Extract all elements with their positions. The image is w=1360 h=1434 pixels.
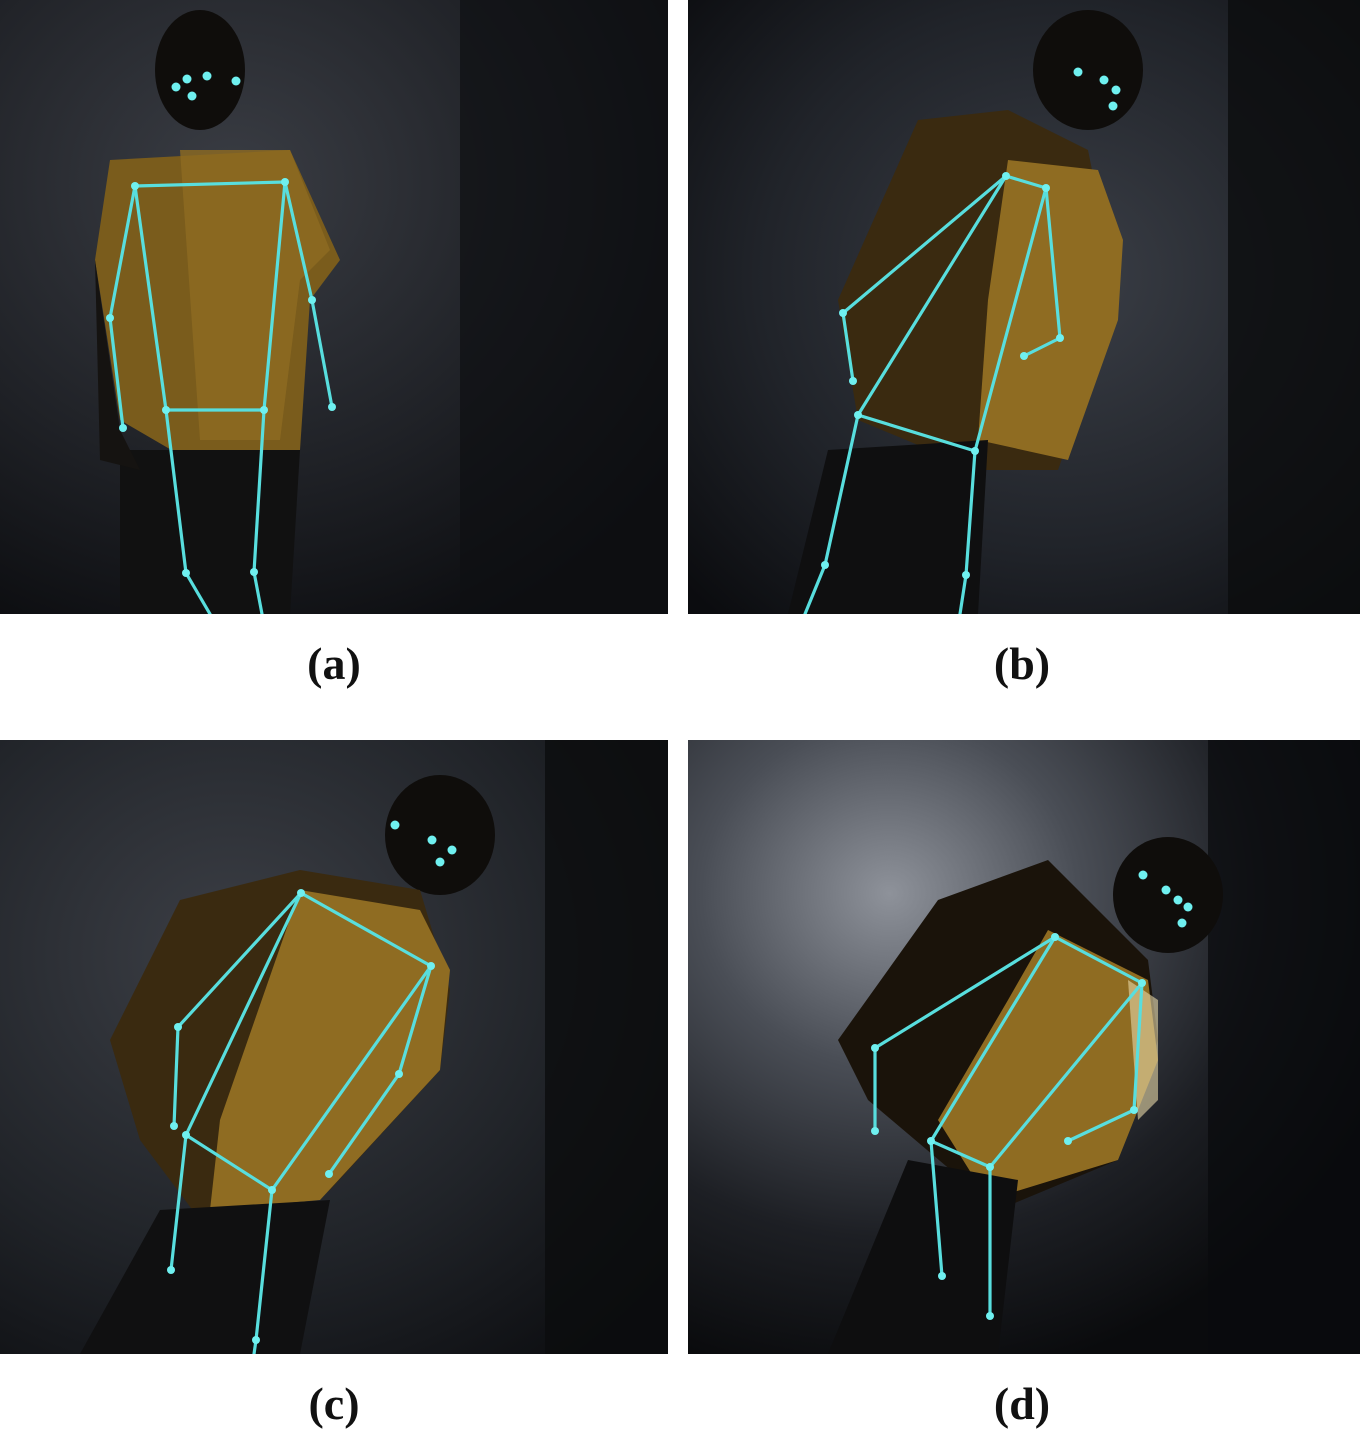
caption-b: (b): [993, 638, 1051, 689]
caption-a: (a): [307, 638, 361, 689]
person-silhouette: [95, 10, 340, 614]
pose-skeleton: [803, 67, 1121, 614]
pose-photo-c: [0, 740, 668, 1354]
pose-skeleton: [871, 870, 1193, 1320]
pose-skeleton: [167, 820, 457, 1354]
caption-c: (c): [308, 1378, 360, 1429]
pose-photo-b: [688, 0, 1360, 614]
person-silhouette: [80, 775, 495, 1354]
pose-skeleton: [106, 71, 336, 614]
caption-d: (d): [993, 1378, 1051, 1429]
pose-photo-a: [0, 0, 668, 614]
pose-photo-d: [688, 740, 1360, 1354]
